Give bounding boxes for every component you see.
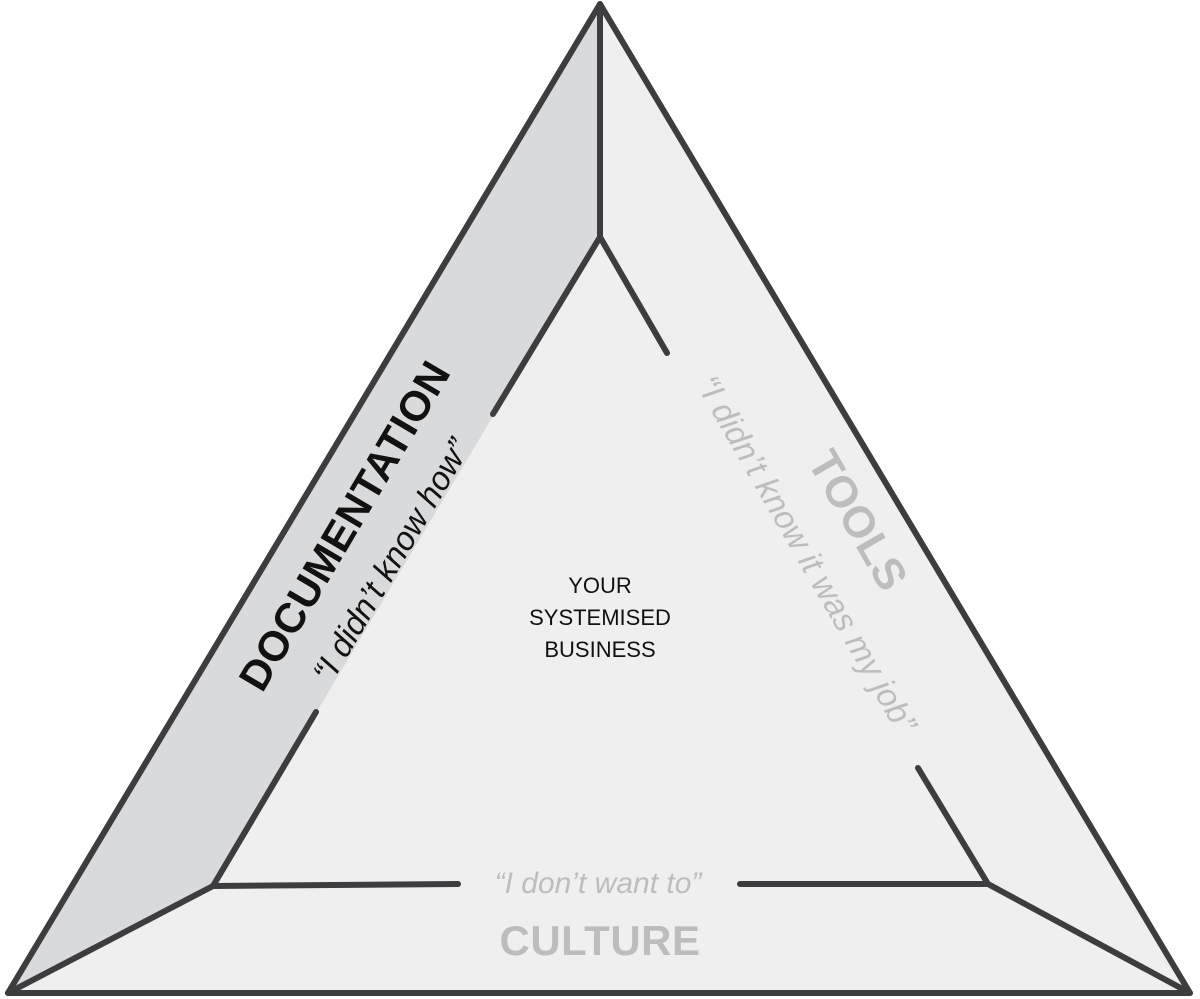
center-label-line-2: SYSTEMISED bbox=[529, 605, 671, 630]
inner-left-edge-lower bbox=[210, 709, 319, 889]
culture-panel bbox=[8, 884, 1190, 993]
culture-quote: “I don’t want to” bbox=[495, 867, 704, 900]
inner-right-edge-lower bbox=[915, 765, 991, 887]
culture-title: CULTURE bbox=[499, 917, 700, 964]
left-bevel-edge bbox=[5, 883, 216, 996]
center-label-line-1: YOUR bbox=[568, 573, 632, 598]
right-bevel-edge bbox=[985, 881, 1193, 996]
center-label-line-3: BUSINESS bbox=[544, 637, 655, 662]
inner-right-edge-upper bbox=[597, 234, 670, 356]
center-label: YOUR SYSTEMISED BUSINESS bbox=[529, 573, 671, 662]
inner-left-edge-upper bbox=[490, 234, 603, 417]
outer-triangle-outline bbox=[5, 1, 1193, 996]
center-panel bbox=[213, 237, 988, 886]
inner-bottom-edge-left bbox=[210, 881, 461, 889]
